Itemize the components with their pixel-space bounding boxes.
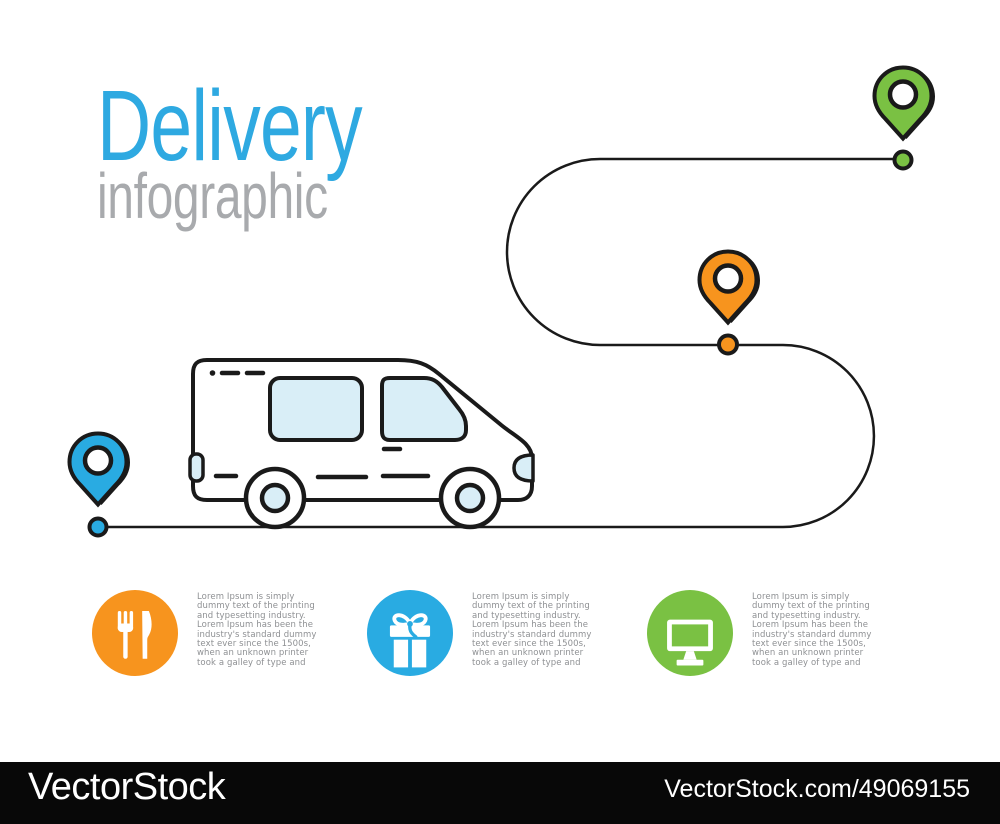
section-gift-text: Lorem Ipsum is simply dummy text of the … [472, 592, 592, 668]
van-front-window [380, 376, 468, 442]
van-headlight [512, 453, 535, 483]
van-taillight [188, 452, 205, 483]
route-waypoint-dot [717, 333, 739, 356]
delivery-van-illustration [188, 358, 535, 530]
page-title: Delivery [97, 70, 363, 182]
van-rear-window [268, 376, 364, 442]
van-front-wheel [438, 466, 502, 530]
destination-map-pin-icon [872, 65, 935, 142]
watermark-brand: VectorStock [28, 766, 226, 808]
van-trim-dashes [209, 370, 431, 480]
page-subtitle: infographic [97, 160, 328, 232]
section-gift-circle [367, 590, 453, 676]
van-rear-wheel [243, 466, 307, 530]
section-food-circle [92, 590, 178, 676]
waypoint-map-pin-icon [697, 249, 760, 326]
section-monitor-text: Lorem Ipsum is simply dummy text of the … [752, 592, 872, 668]
route-start-dot [87, 516, 109, 538]
food-icon [117, 611, 152, 659]
section-monitor-circle [647, 590, 733, 676]
watermark-url: VectorStock.com/49069155 [664, 775, 970, 803]
watermark-bar: VectorStock VectorStock.com/49069155 [0, 762, 1000, 824]
route-path [98, 157, 903, 529]
monitor-icon [667, 619, 713, 666]
start-map-pin-icon [67, 431, 130, 508]
delivery-route-illustration [67, 65, 935, 538]
section-food-text: Lorem Ipsum is simply dummy text of the … [197, 592, 317, 668]
route-destination-dot [892, 149, 914, 171]
gift-icon [389, 613, 431, 668]
